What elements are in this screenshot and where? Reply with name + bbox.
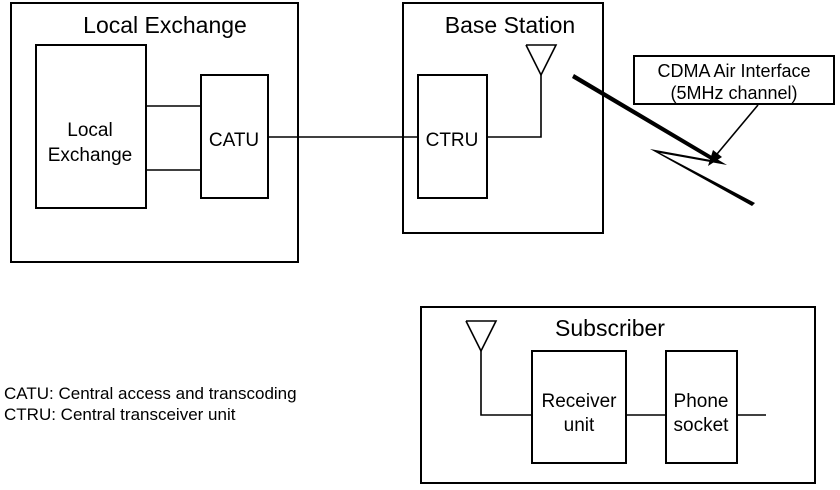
base-station-antenna-icon bbox=[525, 44, 558, 77]
air-interface-callout-box bbox=[633, 55, 835, 105]
local-exchange-inner-box bbox=[35, 44, 147, 209]
subscriber-box bbox=[420, 306, 816, 484]
phone-socket-label-line2: socket bbox=[674, 415, 730, 436]
receiver-unit-label-line1: Receiver bbox=[542, 391, 618, 412]
base-station-box bbox=[402, 2, 604, 234]
base-station-title: Base Station bbox=[445, 12, 575, 38]
local-exchange-title: Local Exchange bbox=[83, 12, 247, 38]
air-interface-label-line1: CDMA Air Interface bbox=[657, 61, 810, 81]
radio-link-lightning-icon bbox=[572, 74, 755, 206]
catu-label: CATU bbox=[209, 130, 259, 151]
callout-arrow-head-icon bbox=[708, 150, 722, 166]
subscriber-title: Subscriber bbox=[555, 315, 665, 341]
receiver-unit-box bbox=[531, 350, 627, 464]
ctru-label: CTRU bbox=[426, 130, 479, 151]
receiver-unit-label-line2: unit bbox=[564, 415, 595, 436]
connector-antenna-receiver bbox=[480, 351, 532, 416]
connector-ctru-antenna bbox=[487, 75, 542, 138]
local-exchange-box bbox=[10, 2, 299, 263]
local-exchange-inner-label-line1: Local bbox=[67, 120, 112, 141]
legend-ctru: CTRU: Central transceiver unit bbox=[4, 405, 236, 424]
air-interface-label-line2: (5MHz channel) bbox=[670, 83, 797, 103]
local-exchange-inner-label-line2: Exchange bbox=[48, 145, 133, 166]
legend-catu: CATU: Central access and transcoding bbox=[4, 384, 297, 403]
phone-socket-box bbox=[665, 350, 738, 464]
callout-arrow-line bbox=[711, 104, 759, 161]
subscriber-antenna-icon bbox=[465, 320, 498, 353]
phone-socket-label-line1: Phone bbox=[674, 391, 729, 412]
